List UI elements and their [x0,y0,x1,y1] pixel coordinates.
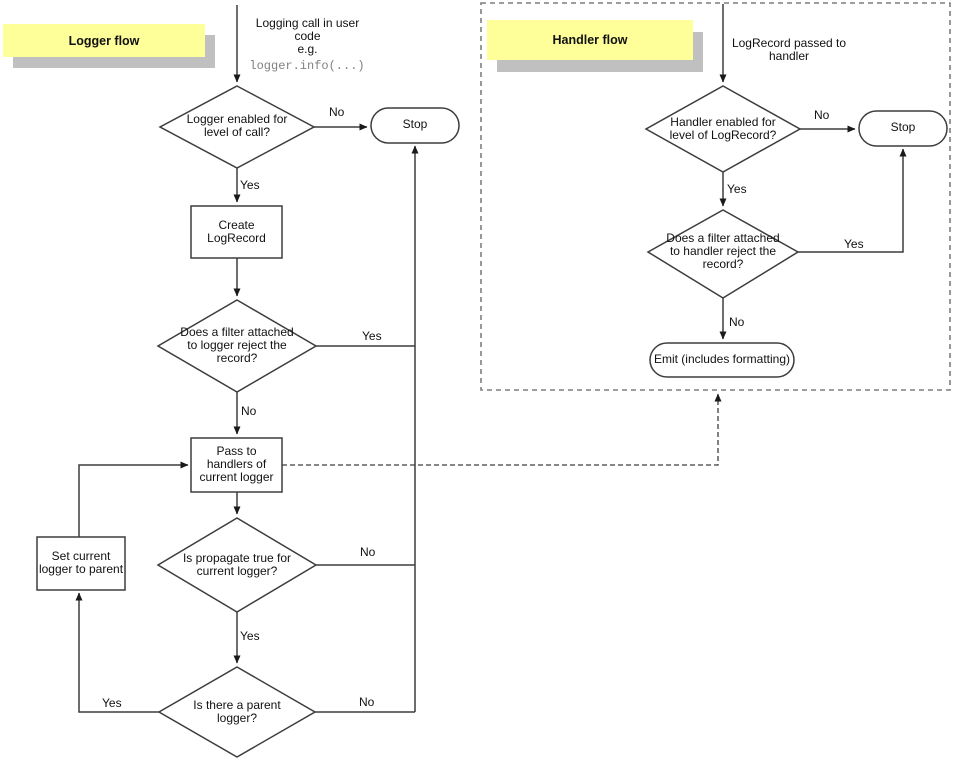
logger-stop-label: Stop [402,117,428,131]
handler-entry-note: LogRecord passed to handler [731,36,847,63]
handler-enabled-decision [644,85,802,173]
parent-no-label: No [359,695,375,709]
handler-stop-label: Stop [890,120,916,134]
propagate-decision [156,517,318,613]
handler-enabled-yes-label: Yes [727,182,747,196]
handler-filter-yes-label: Yes [844,237,864,251]
edge-pass-to-handler-dashed [282,393,722,466]
edge-hfilter-yes-stop [798,148,907,253]
create-logrecord-node [190,205,283,259]
logger-enabled-decision [158,85,316,169]
propagate-yes-label: Yes [240,629,260,643]
logger-filter-yes-label: Yes [362,329,382,343]
parent-logger-decision [157,666,317,758]
logger-entry-code: logger.info(...) [249,59,365,73]
handler-filter-decision-label: Does a filter attached to handler reject… [666,231,780,271]
parent-yes-label: Yes [102,696,122,710]
set-current-logger-node [36,536,126,591]
handler-flow-title: Handler flow [487,20,693,60]
handler-enabled-decision-label: Handler enabled for level of LogRecord? [669,115,777,142]
pass-to-handlers-label: Pass to handlers of current logger [199,444,274,484]
edge-set-to-pass [78,461,189,537]
logger-flow-title: Logger flow [3,24,205,57]
propagate-decision-label: Is propagate true for current logger? [182,551,292,578]
handler-stop-node [858,110,948,147]
logger-enabled-decision-label: Logger enabled for level of call? [186,112,288,139]
logger-filter-decision [156,299,318,393]
logger-enabled-no-label: No [329,105,345,119]
logger-filter-no-label: No [241,404,257,418]
handler-filter-decision [646,209,800,299]
emit-label: Emit (includes formatting) [653,352,791,366]
set-current-logger-label: Set current logger to parent [38,549,124,576]
handler-flow-container [480,2,951,391]
logger-flow-title-label: Logger flow [68,33,140,48]
logger-stop-node [370,107,460,144]
pass-to-handlers-node [190,437,283,493]
create-logrecord-label: Create LogRecord [207,218,266,245]
logger-entry-note: Logging call in user code e.g. [255,16,360,56]
handler-filter-no-label: No [729,315,745,329]
emit-node [649,342,795,378]
parent-logger-decision-label: Is there a parent logger? [193,698,281,725]
handler-flow-title-label: Handler flow [552,33,628,47]
propagate-no-label: No [360,545,376,559]
handler-enabled-no-label: No [814,108,830,122]
logger-enabled-yes-label: Yes [240,178,260,192]
logger-filter-decision-label: Does a filter attached to logger reject … [180,325,294,365]
edge-parent-yes-set [75,592,159,713]
